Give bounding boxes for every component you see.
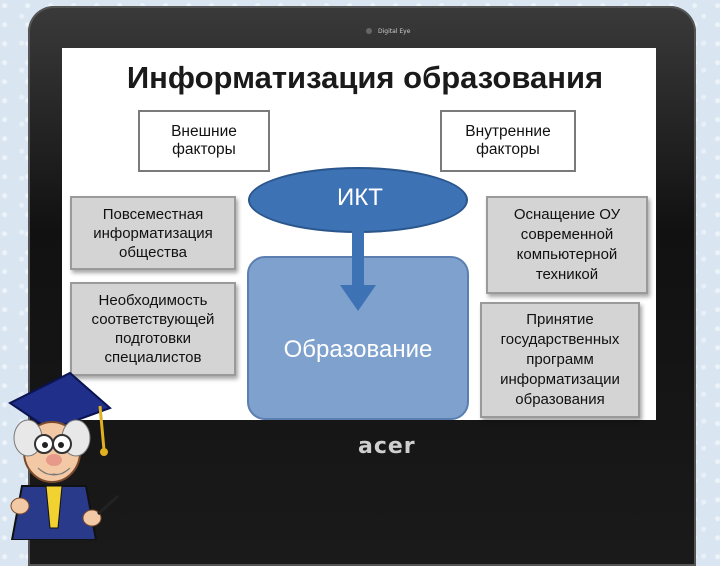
laptop-brand-top: Digital Eye bbox=[378, 28, 411, 35]
left-factor-line: специалистов bbox=[104, 349, 202, 366]
external-factors-box: Внешние факторы bbox=[138, 110, 270, 172]
left-factor-line: Повсеместная bbox=[102, 205, 204, 223]
external-factors-line: Внешние bbox=[171, 123, 237, 140]
left-factor-box-specialists: Необходимость соответствующей подготовки… bbox=[70, 282, 236, 376]
right-factor-line: государственных bbox=[500, 331, 620, 348]
right-factor-line: образования bbox=[515, 391, 605, 408]
internal-factors-line: Внутренние bbox=[465, 123, 551, 140]
right-factor-box-equipment: Оснащение ОУ современной компьютерной те… bbox=[486, 196, 648, 294]
left-factor-line: общества bbox=[119, 243, 187, 261]
professor-cartoon-icon bbox=[8, 371, 120, 540]
right-factor-line: компьютерной bbox=[516, 246, 618, 263]
webcam bbox=[366, 28, 372, 34]
education-label: Образование bbox=[283, 336, 433, 363]
laptop-brand-logo: acer bbox=[358, 434, 416, 459]
right-factor-line: Оснащение ОУ bbox=[513, 206, 621, 223]
left-factor-line: информатизация bbox=[93, 224, 213, 242]
right-factor-line: информатизации bbox=[500, 371, 620, 388]
left-factor-box-society: Повсеместная информатизация общества bbox=[70, 196, 236, 270]
education-rect bbox=[247, 256, 469, 420]
right-factor-line: Принятие bbox=[526, 311, 594, 328]
external-factors-line: факторы bbox=[172, 141, 236, 158]
slide-title: Информатизация образования bbox=[126, 60, 604, 95]
ikt-label: ИКТ bbox=[337, 184, 383, 211]
right-factor-box-programs: Принятие государственных программ информ… bbox=[480, 302, 640, 418]
right-factor-line: программ bbox=[526, 351, 594, 368]
internal-factors-box: Внутренние факторы bbox=[440, 110, 576, 172]
left-factor-line: подготовки bbox=[115, 330, 191, 347]
left-factor-line: Необходимость bbox=[98, 292, 208, 309]
right-factor-line: техникой bbox=[535, 266, 599, 283]
right-factor-line: современной bbox=[520, 226, 614, 243]
down-arrow-icon bbox=[340, 215, 376, 311]
left-factor-line: соответствующей bbox=[91, 311, 215, 328]
internal-factors-line: факторы bbox=[476, 141, 540, 158]
